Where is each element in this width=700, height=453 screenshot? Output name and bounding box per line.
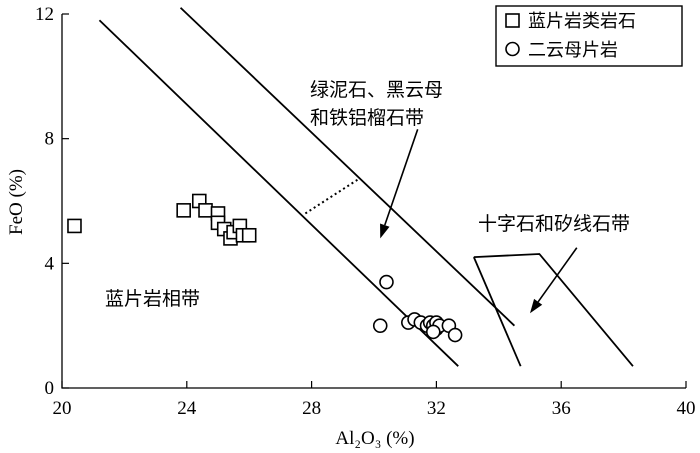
annotation-chlorite-zone-line2: 和铁铝榴石带 [310, 107, 424, 129]
annotation-blueschist-zone: 蓝片岩相带 [105, 288, 200, 310]
data-points [67, 193, 463, 343]
x-tick-label: 24 [177, 398, 197, 419]
annotation-arrows [380, 129, 578, 314]
x-axis-title: Al₂O₃ (%) [335, 428, 414, 449]
x-tick-label: 36 [552, 398, 571, 419]
x-tick-label: 28 [302, 398, 321, 419]
blueschist-point [176, 203, 191, 218]
blueschist-point [241, 227, 257, 243]
y-tick-label: 0 [45, 378, 55, 399]
arrow-shaft [384, 129, 419, 226]
axes [61, 14, 686, 389]
arrow-head [380, 223, 390, 239]
annotation-staurolite-zone: 十字石和矽线石带 [478, 213, 630, 235]
x-tick-label: 20 [53, 398, 72, 419]
zone-boundary-line [179, 7, 516, 327]
two-mica-schist-point [372, 318, 388, 333]
zone-boundaries [98, 7, 634, 367]
legend-label-two-mica-schist: 二云母片岩 [528, 40, 618, 61]
legend: 蓝片岩类岩石 二云母片岩 [495, 5, 683, 67]
zone-boundary-line [98, 19, 459, 367]
blueschist-point [67, 218, 82, 234]
zone-boundary-line [473, 256, 522, 367]
zone-boundary-line [473, 253, 634, 367]
y-tick-label: 8 [45, 129, 55, 150]
dotted-boundary-line [304, 178, 359, 215]
arrow-shaft [537, 247, 578, 303]
legend-label-blueschist: 蓝片岩类岩石 [528, 11, 636, 32]
x-tick-label: 32 [427, 398, 446, 419]
axis-frame [61, 14, 686, 389]
two-mica-schist-point [447, 327, 463, 343]
x-tick-label: 40 [677, 398, 696, 419]
legend-square-marker [505, 13, 520, 28]
blueschist-point [198, 203, 213, 218]
legend-circle-marker [505, 41, 520, 57]
two-mica-schist-point [379, 274, 394, 290]
two-mica-schist-point [425, 324, 441, 340]
legend-frame [495, 5, 683, 67]
arrow-head [530, 298, 543, 314]
annotation-chlorite-zone-line1: 绿泥石、黑云母 [310, 79, 443, 101]
y-tick-label: 4 [45, 253, 55, 274]
y-tick-label: 12 [35, 4, 54, 25]
axis-ticks: 20 24 28 32 36 40 0 4 8 12 [35, 4, 696, 419]
y-axis-title: FeO (%) [6, 169, 27, 235]
